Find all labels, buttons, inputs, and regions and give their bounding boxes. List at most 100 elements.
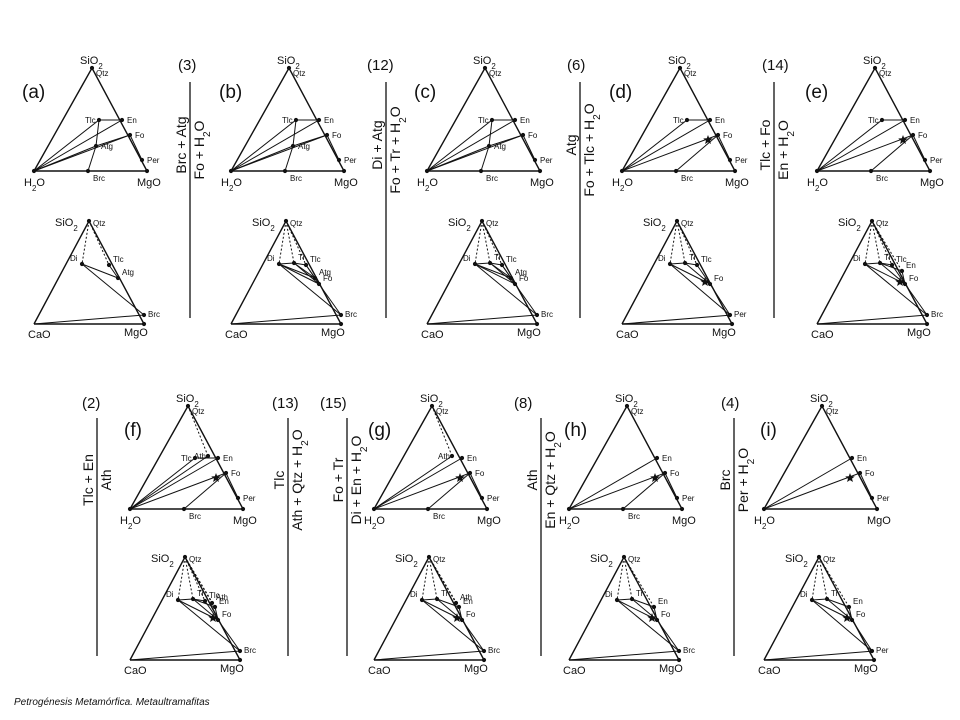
fo-point: [857, 470, 863, 476]
lower-fo-point: [902, 281, 908, 287]
brc-point: [478, 168, 484, 174]
lower-bulk-star: [700, 277, 710, 287]
edge-sio2-cao: [33, 220, 90, 325]
sio2-label: SiO2: [810, 393, 833, 409]
reaction-number: (8): [514, 395, 532, 412]
lower-tr-label: Tr: [441, 589, 449, 598]
qtz-point: [624, 403, 630, 409]
lower-sio2-label: SiO2: [643, 217, 666, 233]
lower-mgo-label: MgO: [659, 663, 683, 675]
mgo-label: MgO: [334, 177, 358, 189]
tie-h2o-en: [373, 457, 463, 510]
atg-point: [486, 143, 492, 149]
edge-sio2-cao: [568, 556, 625, 661]
edge-sio2-cao: [373, 556, 430, 661]
per-point: [532, 157, 538, 163]
cao-label: CaO: [563, 665, 586, 677]
brc-label: Brc: [433, 512, 445, 521]
ath-label: Ath: [438, 452, 450, 461]
mgo-label: MgO: [477, 515, 501, 527]
tie-fo-end: [318, 283, 342, 316]
lower-di-point: [862, 261, 868, 267]
tie-qtz-tr: [285, 220, 295, 264]
lower-tlc-point: [106, 262, 112, 268]
panel-label: (d): [609, 82, 632, 103]
reaction-reactants: Tlc: [271, 471, 287, 490]
sio2-label: SiO2: [176, 393, 199, 409]
fo-point: [467, 470, 473, 476]
reaction-products: Fo + Tr + H2O: [387, 106, 409, 193]
lower-di-point: [614, 597, 620, 603]
en-label: En: [520, 116, 530, 125]
lower-ath-point: [453, 600, 459, 606]
tie-tr-en: [879, 262, 903, 272]
lower-en-point: [899, 268, 905, 274]
lower-bulk-star: [895, 277, 905, 287]
tie-h2o-tlc: [230, 119, 297, 172]
tie-qtz-tlc: [184, 556, 206, 602]
tie-h2o-fo: [373, 472, 471, 510]
tie-qtz-en: [428, 556, 460, 608]
mgo-label: MgO: [920, 177, 944, 189]
tlc-label: Tlc: [868, 116, 879, 125]
lower-per-point: [869, 648, 875, 654]
lower-qtz-label: Qtz: [628, 555, 640, 564]
sio2-label: SiO2: [277, 55, 300, 71]
lower-bulk-star: [842, 613, 852, 623]
lower-brc-point: [924, 312, 930, 318]
tie-cao-brc: [763, 650, 875, 661]
tie-cao-brc: [426, 314, 538, 325]
tie-tr-en: [192, 598, 216, 608]
bulk-composition-star: [650, 473, 660, 483]
cao-label: CaO: [616, 329, 639, 341]
tie-ath-qtz: [431, 405, 453, 457]
tie-qtz-tlc: [88, 220, 110, 266]
reaction-products: Ath: [98, 469, 114, 490]
edge-sio2-h2o: [816, 67, 876, 172]
fo-point: [715, 132, 721, 138]
tie-en-fo: [901, 270, 906, 285]
lower-di-label: Di: [800, 590, 808, 599]
brc-label: Brc: [628, 512, 640, 521]
lower-fo-label: Fo: [222, 610, 232, 619]
lower-tr-point: [629, 596, 635, 602]
tie-di-brc: [81, 263, 145, 316]
mgo-label: MgO: [530, 177, 554, 189]
lower-di-point: [472, 261, 478, 267]
tie-cao-brc: [621, 314, 733, 325]
tlc-point: [192, 455, 198, 461]
sio2-label: SiO2: [668, 55, 691, 71]
edge-sio2-cao: [816, 220, 873, 325]
tie-fo-per: [912, 134, 926, 161]
mgo-point: [732, 168, 738, 174]
reaction-reactants: Tlc + En: [80, 454, 96, 506]
cao-label: CaO: [225, 329, 248, 341]
qtz-label: Qtz: [436, 407, 448, 416]
tie-h2o-tlc: [33, 119, 100, 172]
tie-h2o-en: [426, 119, 516, 172]
tie-qtz-di: [278, 220, 287, 265]
tie-di-tr: [177, 598, 194, 601]
per-label: Per: [540, 156, 553, 165]
lower-tr-label: Tr: [689, 253, 697, 262]
tie-en-fo: [458, 606, 463, 621]
lower-qtz-label: Qtz: [486, 219, 498, 228]
fo-label: Fo: [135, 131, 145, 140]
lower-sio2-label: SiO2: [252, 217, 275, 233]
per-label: Per: [147, 156, 160, 165]
qtz-label: Qtz: [826, 407, 838, 416]
tie-tr-en: [826, 598, 850, 608]
tie-fo-end: [217, 619, 241, 652]
lower-mgo-label: MgO: [321, 327, 345, 339]
h2o-label: H2O: [417, 177, 438, 193]
atg-label: Atg: [494, 142, 506, 151]
tie-cao-brc: [33, 314, 145, 325]
qtz-point: [482, 65, 488, 71]
edge-sio2-mgo: [821, 405, 878, 510]
qtz-point: [872, 65, 878, 71]
lower-per-label: Per: [876, 646, 889, 655]
